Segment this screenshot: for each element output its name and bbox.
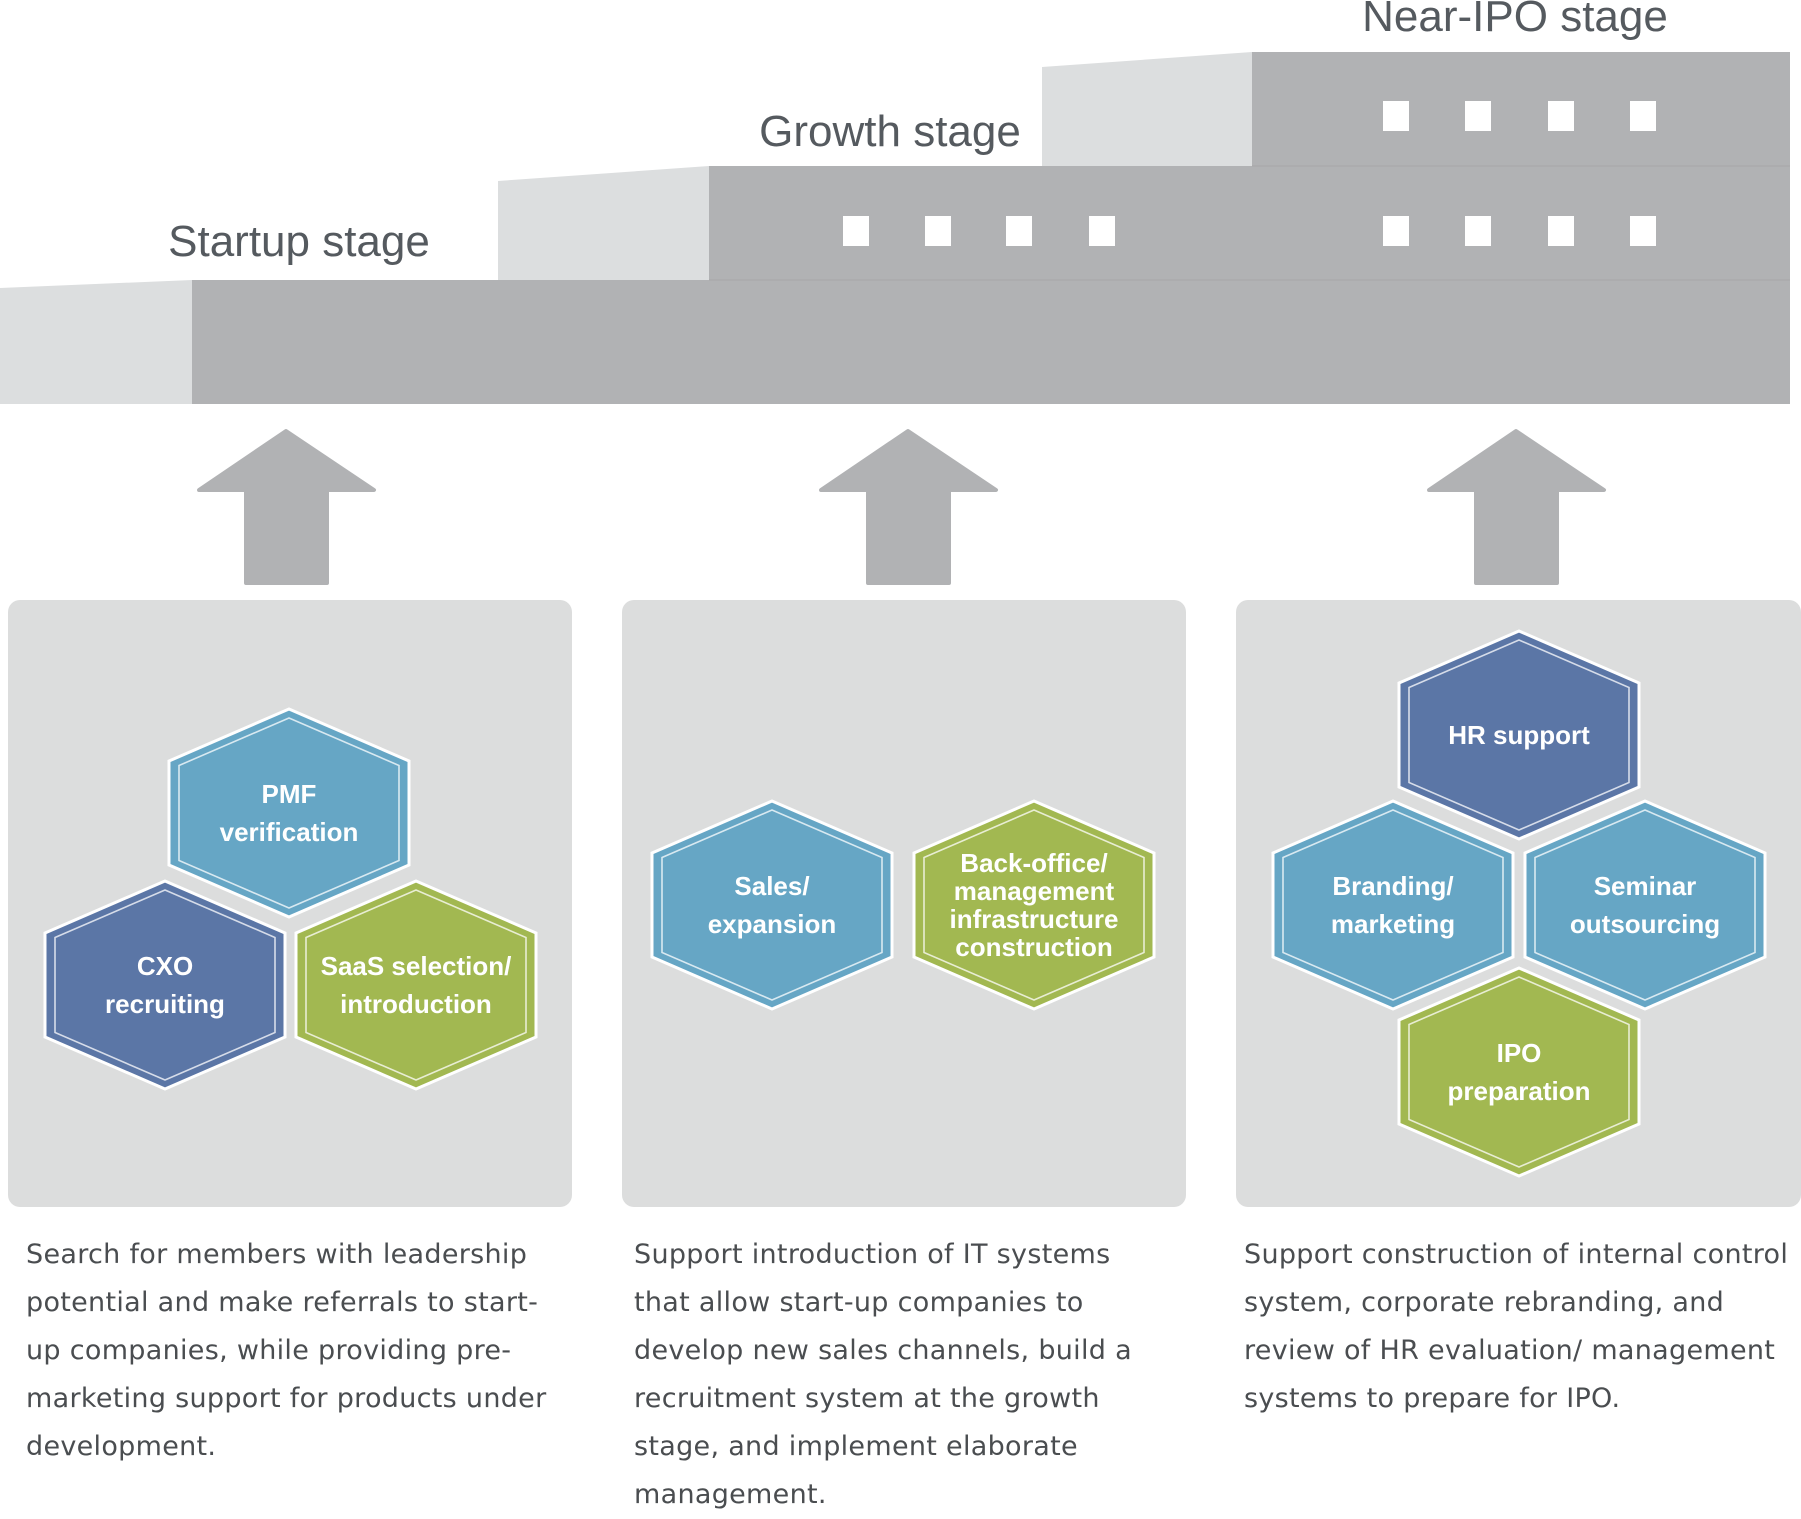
hexagon-shape: [912, 799, 1156, 1011]
hexagon-inner-border: [1534, 809, 1756, 1001]
hexagon-label: preparation: [1447, 1076, 1590, 1106]
hexagon-inner-border: [1408, 976, 1630, 1168]
hexagon-label: infrastructure: [949, 904, 1118, 934]
hexagon-label: marketing: [1331, 909, 1455, 939]
window: [925, 216, 951, 246]
hexagon-shape: [294, 879, 538, 1091]
description-startup: Search for members with leadership poten…: [26, 1239, 547, 1462]
hexagon-2-2: Seminar outsourcing: [1523, 799, 1767, 1011]
up-arrow-icon: [197, 429, 376, 585]
near-ipo-step-light: [1042, 52, 1252, 166]
up-arrow-icon: [1427, 429, 1606, 585]
panel-growth: [622, 600, 1186, 1207]
hexagon-label: introduction: [340, 989, 492, 1019]
window: [1383, 216, 1409, 246]
window: [1630, 101, 1656, 131]
growth-step: [709, 166, 1790, 280]
hexagon-label: CXO: [137, 951, 193, 981]
growth-step-light: [498, 166, 709, 280]
hexagon-label: SaaS selection/: [321, 951, 512, 981]
hexagon-0-0: PMF verification: [167, 707, 411, 919]
hexagon-0-1: CXO recruiting: [43, 879, 287, 1091]
hexagon-label: construction: [955, 932, 1112, 962]
hexagon-inner-border: [1282, 809, 1504, 1001]
hexagon-shape: [1271, 799, 1515, 1011]
hexagon-shape: [650, 799, 894, 1011]
hexagon-label: verification: [220, 817, 359, 847]
window: [843, 216, 869, 246]
building: [0, 52, 1790, 404]
hexagon-inner-border: [1408, 639, 1630, 831]
hexagon-shape: [1523, 799, 1767, 1011]
near-ipo-step: [1252, 52, 1790, 166]
hexagon-1-1: Back-office/managementinfrastructurecons…: [912, 799, 1156, 1011]
hexagon-label: management: [954, 876, 1115, 906]
window: [1630, 216, 1656, 246]
stage-title-near-ipo: Near-IPO stage: [1362, 0, 1668, 41]
startup-step: [192, 280, 1790, 404]
hexagon-inner-border: [54, 889, 276, 1081]
hexagon-0-2: SaaS selection/introduction: [294, 879, 538, 1091]
description-near-ipo: Support construction of internal control…: [1244, 1239, 1789, 1414]
window: [1089, 216, 1115, 246]
hexagon-inner-border: [661, 809, 883, 1001]
startup-step-light: [0, 280, 192, 404]
window: [1465, 216, 1491, 246]
hexagon-label: Seminar: [1594, 871, 1697, 901]
window: [1548, 101, 1574, 131]
stage-title-startup: Startup stage: [168, 217, 430, 266]
panel-near-ipo: [1236, 600, 1801, 1207]
hexagon-label: expansion: [708, 909, 837, 939]
hexagon-label: Sales/: [734, 871, 809, 901]
hexagon-label: Branding/: [1332, 871, 1453, 901]
hexagon-inner-border: [305, 889, 527, 1081]
hexagon-label: recruiting: [105, 989, 225, 1019]
hexagon-label: Back-office/: [960, 848, 1107, 878]
hexagon-label: PMF: [262, 779, 317, 809]
hexagon-inner-border: [178, 717, 400, 909]
hexagon-label: outsourcing: [1570, 909, 1720, 939]
up-arrow-icon: [819, 429, 998, 585]
window: [1548, 216, 1574, 246]
description-growth: Support introduction of IT systems that …: [634, 1239, 1132, 1510]
hexagon-shape: [43, 879, 287, 1091]
up-arrows: [197, 429, 1606, 585]
hexagon-2-1: Branding/marketing: [1271, 799, 1515, 1011]
hexagon-2-3: IPO preparation: [1397, 966, 1641, 1178]
window: [1383, 101, 1409, 131]
hexagon-shape: [1397, 629, 1641, 841]
hexagon-label: IPO: [1497, 1038, 1542, 1068]
window: [1465, 101, 1491, 131]
window: [1006, 216, 1032, 246]
hexagon-inner-border: [923, 809, 1145, 1001]
hexagon-label: HR support: [1448, 720, 1590, 750]
hexagon-1-0: Sales/expansion: [650, 799, 894, 1011]
hexagon-shape: [167, 707, 411, 919]
hexagon-2-0: HR support: [1397, 629, 1641, 841]
stage-title-growth: Growth stage: [759, 107, 1021, 156]
windows: [843, 101, 1656, 246]
hexagon-shape: [1397, 966, 1641, 1178]
